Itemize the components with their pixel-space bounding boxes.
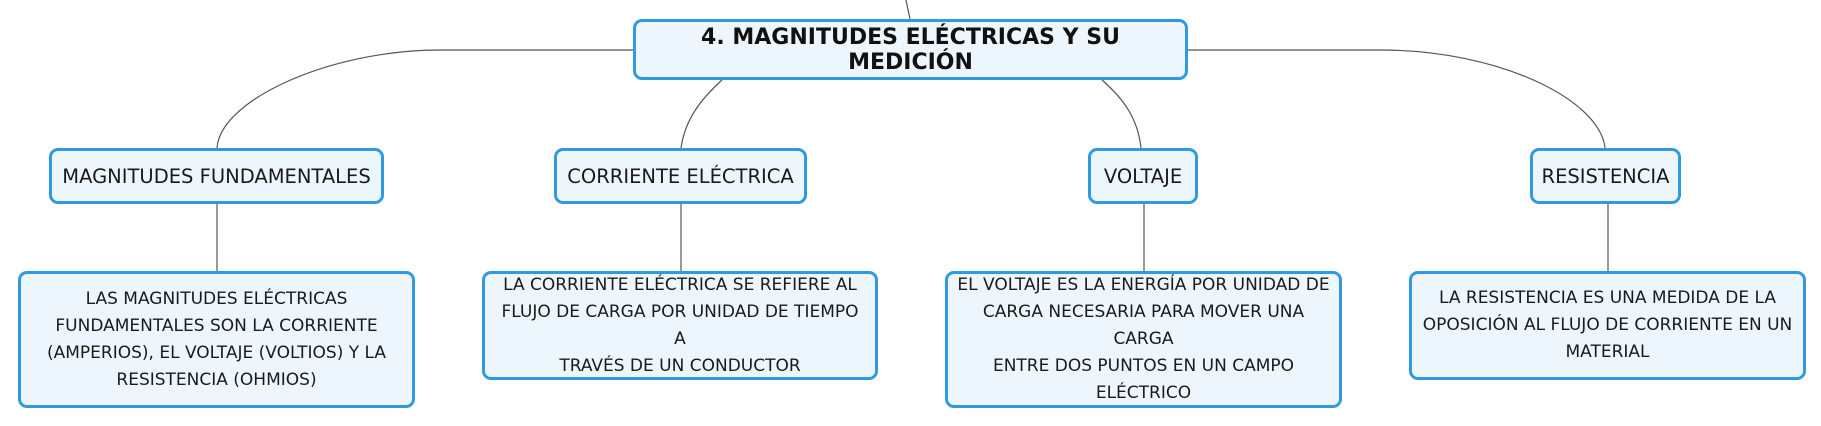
topic-label: MAGNITUDES FUNDAMENTALES: [62, 164, 371, 188]
topic-label: RESISTENCIA: [1541, 164, 1670, 188]
detail-line: TRAVÉS DE UN CONDUCTOR: [559, 355, 801, 376]
topic-label: VOLTAJE: [1103, 164, 1183, 188]
root-node[interactable]: 4. MAGNITUDES ELÉCTRICAS Y SU MEDICIÓN: [633, 19, 1188, 80]
topic-node-resistencia[interactable]: RESISTENCIA: [1530, 148, 1681, 204]
detail-line: EL VOLTAJE ES LA ENERGÍA POR UNIDAD DE: [957, 275, 1330, 295]
detail-text: LA CORRIENTE ELÉCTRICA SE REFIERE AL FLU…: [493, 272, 867, 380]
detail-line: RESISTENCIA (OHMIOS): [116, 369, 317, 390]
connector-root-voltaje: [1101, 79, 1142, 149]
topic-label: CORRIENTE ELÉCTRICA: [567, 164, 794, 188]
connector-root-fundamentales: [216, 49, 633, 149]
topic-node-magnitudes-fundamentales[interactable]: MAGNITUDES FUNDAMENTALES: [49, 148, 384, 204]
detail-node-voltaje[interactable]: EL VOLTAJE ES LA ENERGÍA POR UNIDAD DE C…: [945, 271, 1342, 408]
detail-text: LAS MAGNITUDES ELÉCTRICAS FUNDAMENTALES …: [47, 286, 386, 394]
detail-line: FUNDAMENTALES SON LA CORRIENTE: [55, 315, 378, 336]
detail-line: OPOSICIÓN AL FLUJO DE CORRIENTE EN UN: [1422, 315, 1793, 335]
detail-node-resistencia[interactable]: LA RESISTENCIA ES UNA MEDIDA DE LA OPOSI…: [1409, 271, 1806, 380]
detail-line: LA RESISTENCIA ES UNA MEDIDA DE LA: [1438, 288, 1776, 308]
detail-line: MATERIAL: [1565, 342, 1650, 362]
topic-node-corriente-electrica[interactable]: CORRIENTE ELÉCTRICA: [554, 148, 807, 204]
detail-line: (AMPERIOS), EL VOLTAJE (VOLTIOS) Y LA: [46, 342, 387, 363]
detail-line: CARGA NECESARIA PARA MOVER UNA CARGA: [982, 302, 1305, 349]
detail-text: EL VOLTAJE ES LA ENERGÍA POR UNIDAD DE C…: [956, 272, 1331, 407]
detail-line: ELÉCTRICO: [1095, 383, 1192, 403]
detail-line: ENTRE DOS PUNTOS EN UN CAMPO: [992, 356, 1295, 376]
detail-node-corriente-electrica[interactable]: LA CORRIENTE ELÉCTRICA SE REFIERE AL FLU…: [482, 271, 878, 380]
connector-root-corriente: [680, 79, 723, 149]
detail-line: LA CORRIENTE ELÉCTRICA SE REFIERE AL: [503, 274, 857, 295]
root-title: 4. MAGNITUDES ELÉCTRICAS Y SU MEDICIÓN: [701, 24, 1120, 75]
connector-parent-root: [905, 0, 911, 20]
detail-text: LA RESISTENCIA ES UNA MEDIDA DE LA OPOSI…: [1423, 285, 1792, 366]
detail-node-magnitudes-fundamentales[interactable]: LAS MAGNITUDES ELÉCTRICAS FUNDAMENTALES …: [18, 271, 415, 408]
connector-root-resistencia: [1188, 49, 1606, 149]
topic-node-voltaje[interactable]: VOLTAJE: [1088, 148, 1198, 204]
detail-line: LAS MAGNITUDES ELÉCTRICAS: [85, 288, 348, 309]
detail-line: FLUJO DE CARGA POR UNIDAD DE TIEMPO A: [501, 301, 859, 349]
